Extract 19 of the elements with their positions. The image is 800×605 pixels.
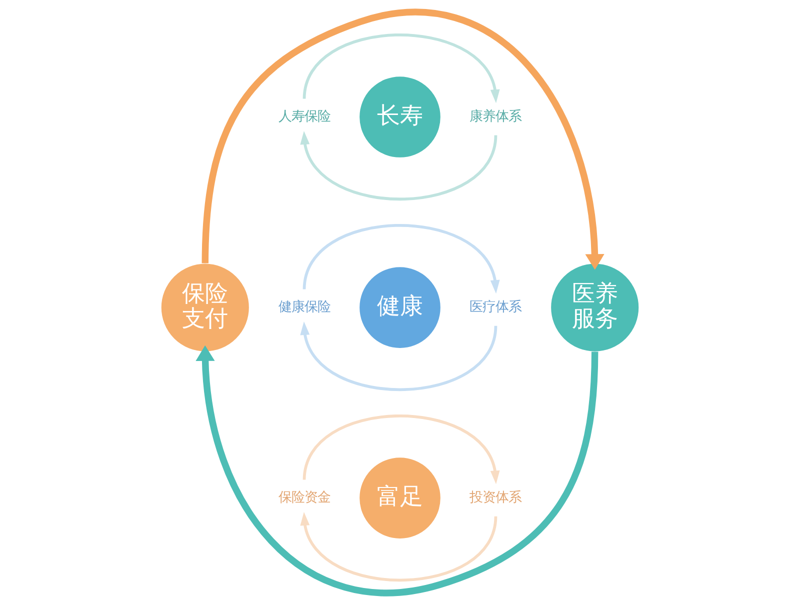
- node-text: 投资体系: [470, 490, 522, 506]
- node-circle: 保险支付: [161, 264, 249, 352]
- node-text: 保险资金: [278, 490, 330, 506]
- arrow: [302, 224, 500, 294]
- arrow: [300, 130, 498, 200]
- arrow: [300, 512, 498, 582]
- node-circle: 健康: [360, 267, 440, 348]
- node-circle: 富足: [360, 458, 440, 538]
- node-text: 人寿保险: [278, 108, 330, 125]
- arrow: [202, 9, 604, 270]
- arrow: [302, 34, 500, 104]
- node-text: 康养体系: [470, 108, 522, 125]
- node-text: 健康保险: [278, 299, 330, 316]
- node-circle: 医养服务: [551, 264, 639, 352]
- node-text: 医疗体系: [470, 299, 522, 316]
- arrow: [196, 345, 598, 596]
- node-circle: 长寿: [360, 76, 440, 158]
- arrow: [300, 321, 498, 391]
- arrow: [302, 414, 500, 484]
